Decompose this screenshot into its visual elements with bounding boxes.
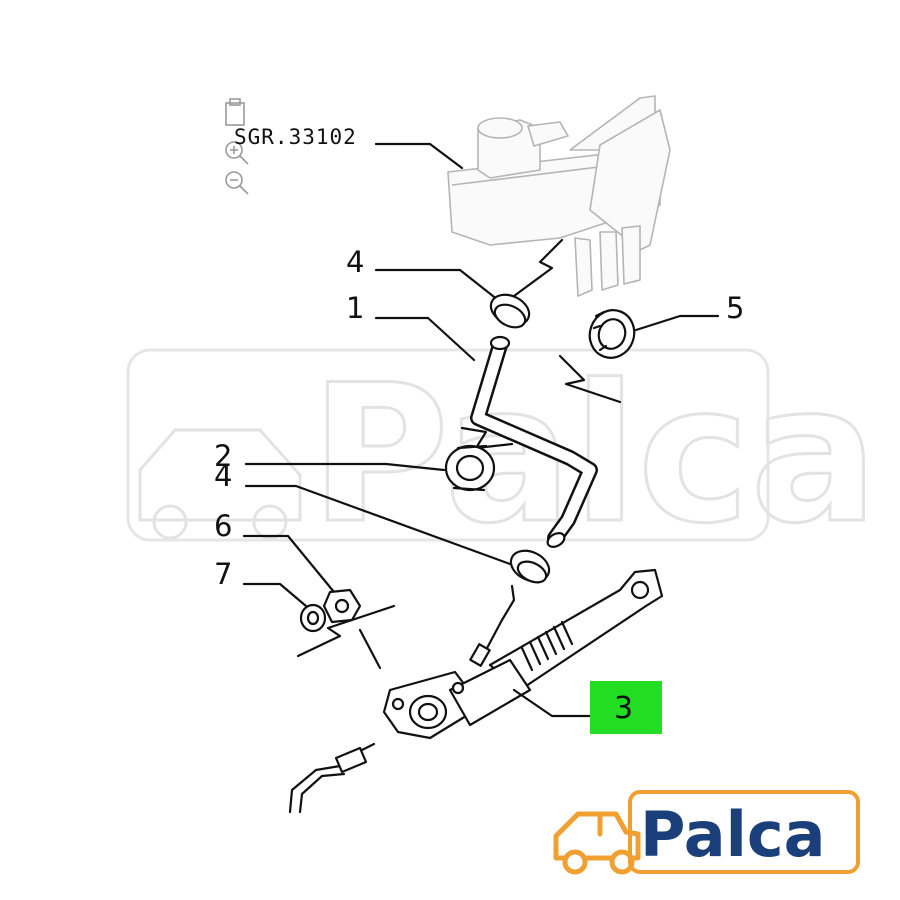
break-line: [512, 238, 564, 298]
feed-line: [484, 584, 516, 652]
break-mark-left: [460, 426, 514, 450]
clipboard-icon[interactable]: [225, 98, 245, 126]
break-tick: [358, 628, 382, 670]
hose-clamp-bottom: [509, 549, 551, 584]
break-mark-lower: [296, 604, 396, 658]
leader-6: [242, 534, 336, 594]
fluid-reservoir: [447, 95, 671, 297]
hose: [470, 335, 598, 548]
zoom-out-icon[interactable]: [225, 171, 249, 195]
callout-6: 6: [214, 509, 232, 543]
washer: [299, 603, 327, 633]
watermark: Palca: [126, 343, 880, 567]
leader-2: [244, 462, 446, 472]
leader-5: [634, 314, 720, 332]
callout-7: 7: [214, 557, 232, 591]
callout-4-top: 4: [346, 245, 364, 279]
watermark-text: Palca: [310, 344, 878, 565]
leader-1: [374, 316, 476, 362]
logo-frame: [628, 790, 860, 874]
car-icon: [553, 811, 641, 875]
grommet: [588, 309, 636, 359]
leader-3: [512, 688, 598, 718]
break-mark-right: [558, 354, 622, 404]
callout-4-bottom: 4: [214, 459, 232, 493]
viewer-controls[interactable]: [225, 98, 249, 195]
callout-2: 2: [214, 439, 232, 473]
zoom-in-icon[interactable]: [225, 141, 249, 165]
nut: [322, 588, 362, 624]
callout-3: 3: [614, 691, 633, 726]
logo-text: Palca: [640, 798, 825, 871]
callout-1: 1: [346, 291, 364, 325]
callout-3-highlight: [590, 681, 662, 734]
watermark-car-icon: [138, 428, 302, 540]
feed-nipple: [469, 643, 491, 667]
reference-leader: [374, 142, 464, 170]
bushing: [444, 444, 496, 492]
logo: Palca: [553, 790, 860, 875]
leader-4-bottom: [244, 484, 512, 566]
reference-label: SGR.33102: [234, 125, 357, 149]
leader-4-top: [374, 268, 500, 302]
push-rod: [288, 742, 376, 814]
callout-5: 5: [726, 291, 744, 325]
clutch-master-cylinder: [382, 568, 664, 740]
hose-clamp-top: [489, 293, 531, 329]
leader-7: [242, 582, 308, 608]
